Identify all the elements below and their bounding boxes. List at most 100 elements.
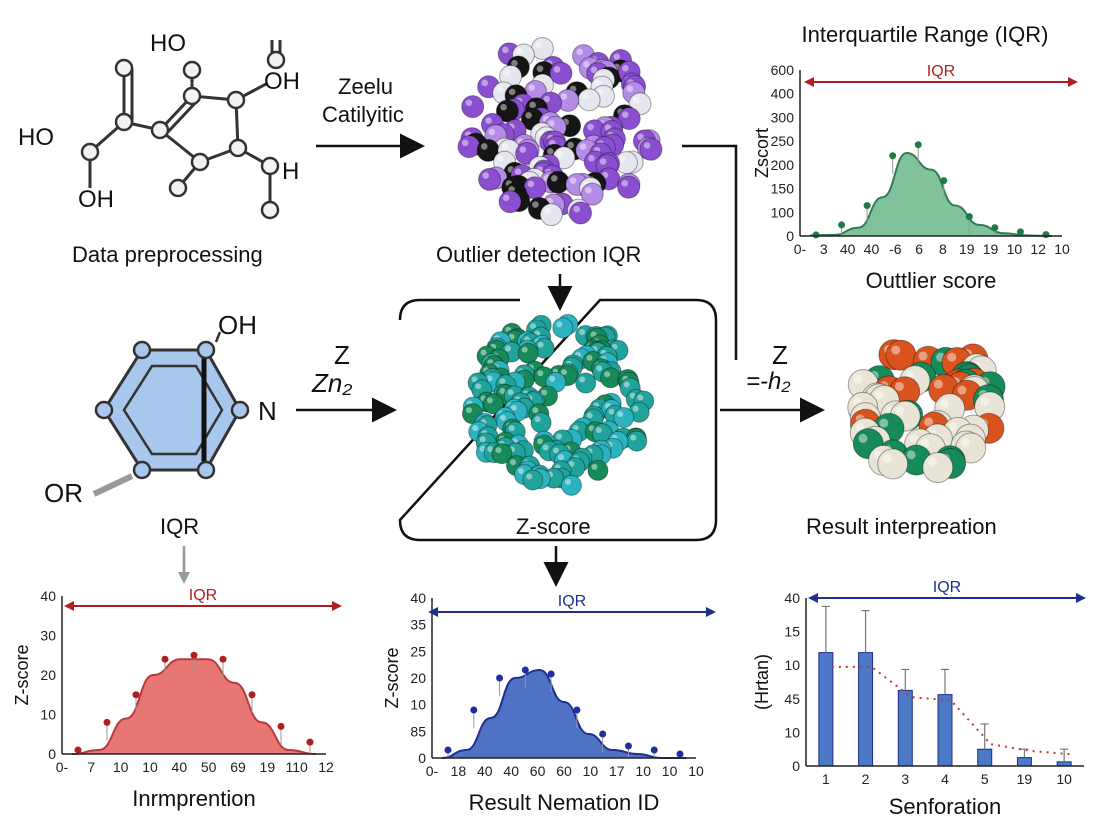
x-tick-label: 17 xyxy=(609,763,625,779)
atom-label-ho-left: HO xyxy=(18,124,54,151)
x-tick-label: 10 xyxy=(1007,241,1023,257)
iqr-arrowhead-right xyxy=(332,601,342,611)
atom-highlight xyxy=(928,457,938,467)
x-tick-label: 10 xyxy=(1056,771,1072,787)
atom-highlight xyxy=(547,148,554,155)
zscore-box xyxy=(398,298,718,542)
y-tick-label: 0 xyxy=(792,758,800,774)
y-tick-label: 40 xyxy=(784,590,800,606)
atom-highlight xyxy=(521,346,528,353)
atom-highlight xyxy=(475,383,482,390)
y-tick-label: 25 xyxy=(410,643,426,659)
atom-highlight xyxy=(961,438,971,448)
atom-sphere xyxy=(877,448,909,480)
atom-sphere xyxy=(922,452,954,484)
atom-highlight xyxy=(572,424,579,431)
x-tick-label: 40 xyxy=(477,763,493,779)
atom-sphere xyxy=(517,342,539,364)
atom-highlight xyxy=(579,329,586,336)
atom-highlight xyxy=(569,177,577,184)
caption-outlier-detection: Outlier detection IQR xyxy=(436,242,642,267)
atom-sphere xyxy=(495,99,519,123)
area-fill xyxy=(72,659,316,754)
atom-label-oh-right: OH xyxy=(264,68,300,95)
arrow-label-zn2: Zn₂ xyxy=(312,368,353,398)
atom-highlight xyxy=(542,444,549,451)
atom-highlight xyxy=(555,433,562,440)
y-axis-title: Z-score xyxy=(382,647,402,708)
y-tick-label: 10 xyxy=(784,724,800,740)
cluster-molecule-teal xyxy=(461,313,655,496)
atom-highlight xyxy=(511,59,518,67)
atom-sphere xyxy=(617,175,641,199)
data-point xyxy=(496,674,504,682)
x-tick-label: 6 xyxy=(915,241,923,257)
y-tick-label: 40 xyxy=(40,588,56,604)
x-tick-label: 0- xyxy=(56,759,69,775)
x-tick-label: 50 xyxy=(201,759,217,775)
atom-sphere xyxy=(552,317,574,339)
atom-highlight xyxy=(552,447,559,454)
atom-highlight xyxy=(939,398,949,408)
x-tick-label: 5 xyxy=(981,771,989,787)
atom-sphere xyxy=(461,95,485,119)
y-tick-label: 15 xyxy=(784,624,800,640)
atom-label-or: OR xyxy=(44,478,83,508)
atom-sphere xyxy=(530,412,552,434)
atom-highlight xyxy=(853,374,863,384)
atom-sphere xyxy=(482,393,504,415)
atom-highlight xyxy=(590,331,597,338)
atom-highlight xyxy=(485,117,492,124)
x-tick-label: 10 xyxy=(635,763,651,779)
atom-sphere xyxy=(515,141,539,165)
x-tick-label: 110 xyxy=(286,759,309,775)
x-tick-label: 10 xyxy=(142,759,158,775)
caption-z-score: Z-score xyxy=(516,514,591,539)
y-tick-label: 0 xyxy=(786,228,794,244)
atom-sphere xyxy=(639,137,663,161)
y-tick-label: 10 xyxy=(40,707,56,723)
x-tick-label: 4 xyxy=(941,771,949,787)
atom-sphere xyxy=(587,459,609,481)
atom-highlight xyxy=(507,389,514,396)
x-tick-label: 10 xyxy=(662,763,678,779)
atom-highlight xyxy=(619,155,626,163)
atom-highlight xyxy=(874,390,884,400)
atom-highlight xyxy=(599,158,607,165)
atom-highlight xyxy=(621,64,629,72)
atom-highlight xyxy=(909,434,919,444)
x-axis-title: Result Nemation ID xyxy=(469,790,660,815)
atom-highlight xyxy=(891,345,901,355)
atom-highlight xyxy=(479,436,486,443)
atom-highlight xyxy=(508,333,515,340)
atom-highlight xyxy=(604,371,611,378)
atom-highlight xyxy=(535,41,542,48)
atom-sphere xyxy=(626,430,648,452)
data-point xyxy=(863,202,871,210)
x-axis-title: Senforation xyxy=(889,794,1002,819)
caption-result-interpretation: Result interpreation xyxy=(806,514,997,539)
bar xyxy=(1016,757,1032,767)
atom-highlight xyxy=(514,168,522,175)
atom-highlight xyxy=(496,85,504,93)
atom-highlight xyxy=(480,349,487,356)
atom-highlight xyxy=(548,120,555,127)
atom-sphere xyxy=(491,443,513,465)
y-tick-label: 40 xyxy=(410,590,426,606)
x-tick-label: 19 xyxy=(260,759,276,775)
atom-sphere xyxy=(560,474,582,496)
atom-highlight xyxy=(632,405,639,412)
x-tick-label: 10 xyxy=(1054,241,1070,257)
atom-highlight xyxy=(541,389,548,396)
iqr-arrowhead-left xyxy=(808,593,818,603)
atom-highlight xyxy=(499,388,506,395)
atom-highlight xyxy=(480,143,488,150)
y-tick-label: 250 xyxy=(771,133,795,149)
atom-highlight xyxy=(465,407,472,414)
iqr-arrowhead-left xyxy=(64,601,74,611)
data-point xyxy=(306,738,314,746)
data-point xyxy=(470,706,478,714)
x-tick-label: 12 xyxy=(318,759,334,775)
